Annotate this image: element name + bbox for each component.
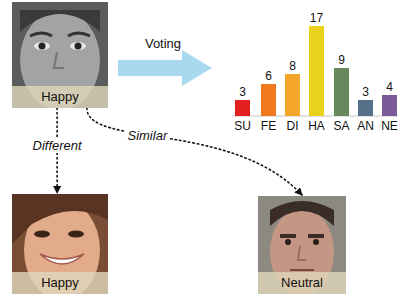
category-label: SA bbox=[333, 119, 349, 133]
bar-value: 4 bbox=[386, 80, 393, 94]
voting-arrow bbox=[118, 50, 212, 86]
bar bbox=[309, 26, 324, 116]
emotion-label: Happy bbox=[12, 86, 108, 108]
connector-label: Different bbox=[31, 138, 84, 153]
category-label: SU bbox=[234, 119, 251, 133]
face-image: Happy bbox=[12, 194, 108, 294]
bar-value: 8 bbox=[289, 59, 296, 73]
category-label: DI bbox=[287, 119, 299, 133]
bar-value: 3 bbox=[362, 85, 369, 99]
dotted-connector bbox=[87, 108, 302, 195]
connector-label: Similar bbox=[125, 128, 169, 143]
bar-value: 3 bbox=[239, 85, 246, 99]
category-label: HA bbox=[308, 119, 325, 133]
face-image: Neutral bbox=[258, 196, 346, 294]
face-image: Happy bbox=[12, 2, 108, 108]
bar bbox=[358, 100, 373, 116]
emotion-label: Neutral bbox=[258, 272, 346, 294]
emotion-label: Happy bbox=[12, 272, 108, 294]
bar bbox=[382, 95, 397, 116]
bar-value: 6 bbox=[265, 69, 272, 83]
category-label: NE bbox=[381, 119, 398, 133]
bar bbox=[235, 100, 250, 116]
bar-value: 17 bbox=[310, 11, 323, 25]
arrow-label: Voting bbox=[145, 36, 181, 51]
bar bbox=[261, 84, 276, 116]
category-label: AN bbox=[357, 119, 374, 133]
category-label: FE bbox=[261, 119, 276, 133]
bar-value: 9 bbox=[338, 53, 345, 67]
bar bbox=[285, 74, 300, 116]
bar bbox=[334, 68, 349, 116]
